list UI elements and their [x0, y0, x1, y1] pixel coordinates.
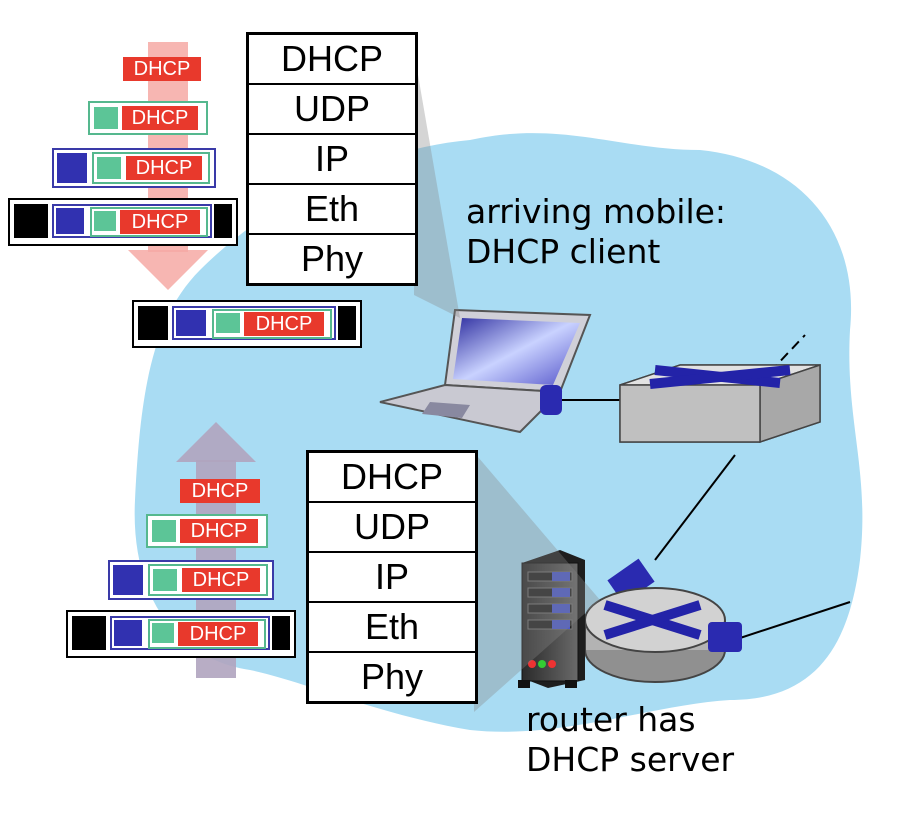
router-uplink: [739, 601, 851, 639]
dhcp-payload: DHCP: [182, 568, 260, 592]
udp-header: [97, 157, 121, 179]
server-dhcp-message: DHCP: [180, 478, 262, 504]
client-ip-datagram: DHCP: [52, 148, 216, 188]
dhcp-payload: DHCP: [120, 210, 200, 234]
router-icon: [584, 558, 742, 683]
udp-header: [216, 313, 240, 333]
eth-header: [14, 204, 48, 238]
server-icon: [518, 550, 585, 688]
client-udp-segment: DHCP: [88, 101, 208, 135]
ip-header: [57, 153, 87, 183]
switch-router-link: [654, 454, 736, 561]
server-ip-datagram: DHCP: [108, 560, 274, 600]
server-layer-eth: Eth: [309, 601, 475, 651]
server-ethernet-frame: DHCP: [66, 610, 296, 658]
eth-trailer: [272, 616, 290, 650]
eth-trailer: [338, 306, 356, 340]
client-ethernet-frame: DHCP: [8, 198, 238, 246]
client-layer-eth: Eth: [249, 183, 415, 233]
client-caption-line2: DHCP client: [466, 232, 661, 271]
server-caption-line2: DHCP server: [526, 740, 735, 779]
server-layer-phy: Phy: [309, 651, 475, 701]
eth-header: [138, 306, 168, 340]
ip-header: [176, 310, 206, 336]
client-layer-dhcp: DHCP: [280, 38, 383, 79]
dhcp-payload: DHCP: [178, 622, 258, 646]
server-protocol-stack: DHCP UDP IP Eth Phy: [306, 450, 478, 704]
eth-header: [72, 616, 106, 650]
eth-trailer: [214, 204, 232, 238]
switch-icon: [619, 363, 821, 444]
server-callout: [472, 450, 600, 712]
ip-header: [113, 565, 143, 595]
udp-header: [94, 211, 116, 231]
dhcp-payload: DHCP: [122, 106, 198, 130]
dhcp-payload: DHCP: [244, 312, 324, 336]
udp-header: [152, 520, 176, 542]
client-layer-ip: IP: [249, 133, 415, 183]
client-callout: [412, 40, 460, 318]
server-udp-segment: DHCP: [146, 514, 268, 548]
laptop-icon: [379, 308, 592, 434]
server-caption: router has DHCP server: [526, 700, 734, 780]
client-caption-line1: arriving mobile:: [466, 192, 727, 231]
udp-header: [153, 569, 177, 591]
udp-header: [94, 107, 118, 129]
server-caption-line1: router has: [526, 700, 696, 739]
wire-ethernet-frame: DHCP: [132, 300, 362, 348]
client-dhcp-message: DHCP: [123, 56, 203, 82]
client-layer-phy: Phy: [249, 233, 415, 283]
ip-header: [56, 208, 84, 234]
dhcp-payload: DHCP: [180, 479, 260, 503]
udp-header: [152, 623, 174, 643]
ip-header: [114, 620, 142, 646]
server-layer-dhcp: DHCP: [340, 456, 443, 497]
dhcp-payload: DHCP: [180, 519, 258, 543]
server-layer-ip: IP: [309, 551, 475, 601]
client-protocol-stack: DHCP UDP IP Eth Phy: [246, 32, 418, 286]
server-layer-udp: UDP: [309, 501, 475, 551]
dhcp-payload: DHCP: [126, 156, 202, 180]
dhcp-payload: DHCP: [123, 57, 201, 81]
client-layer-udp: UDP: [249, 83, 415, 133]
client-caption: arriving mobile: DHCP client: [466, 192, 726, 272]
